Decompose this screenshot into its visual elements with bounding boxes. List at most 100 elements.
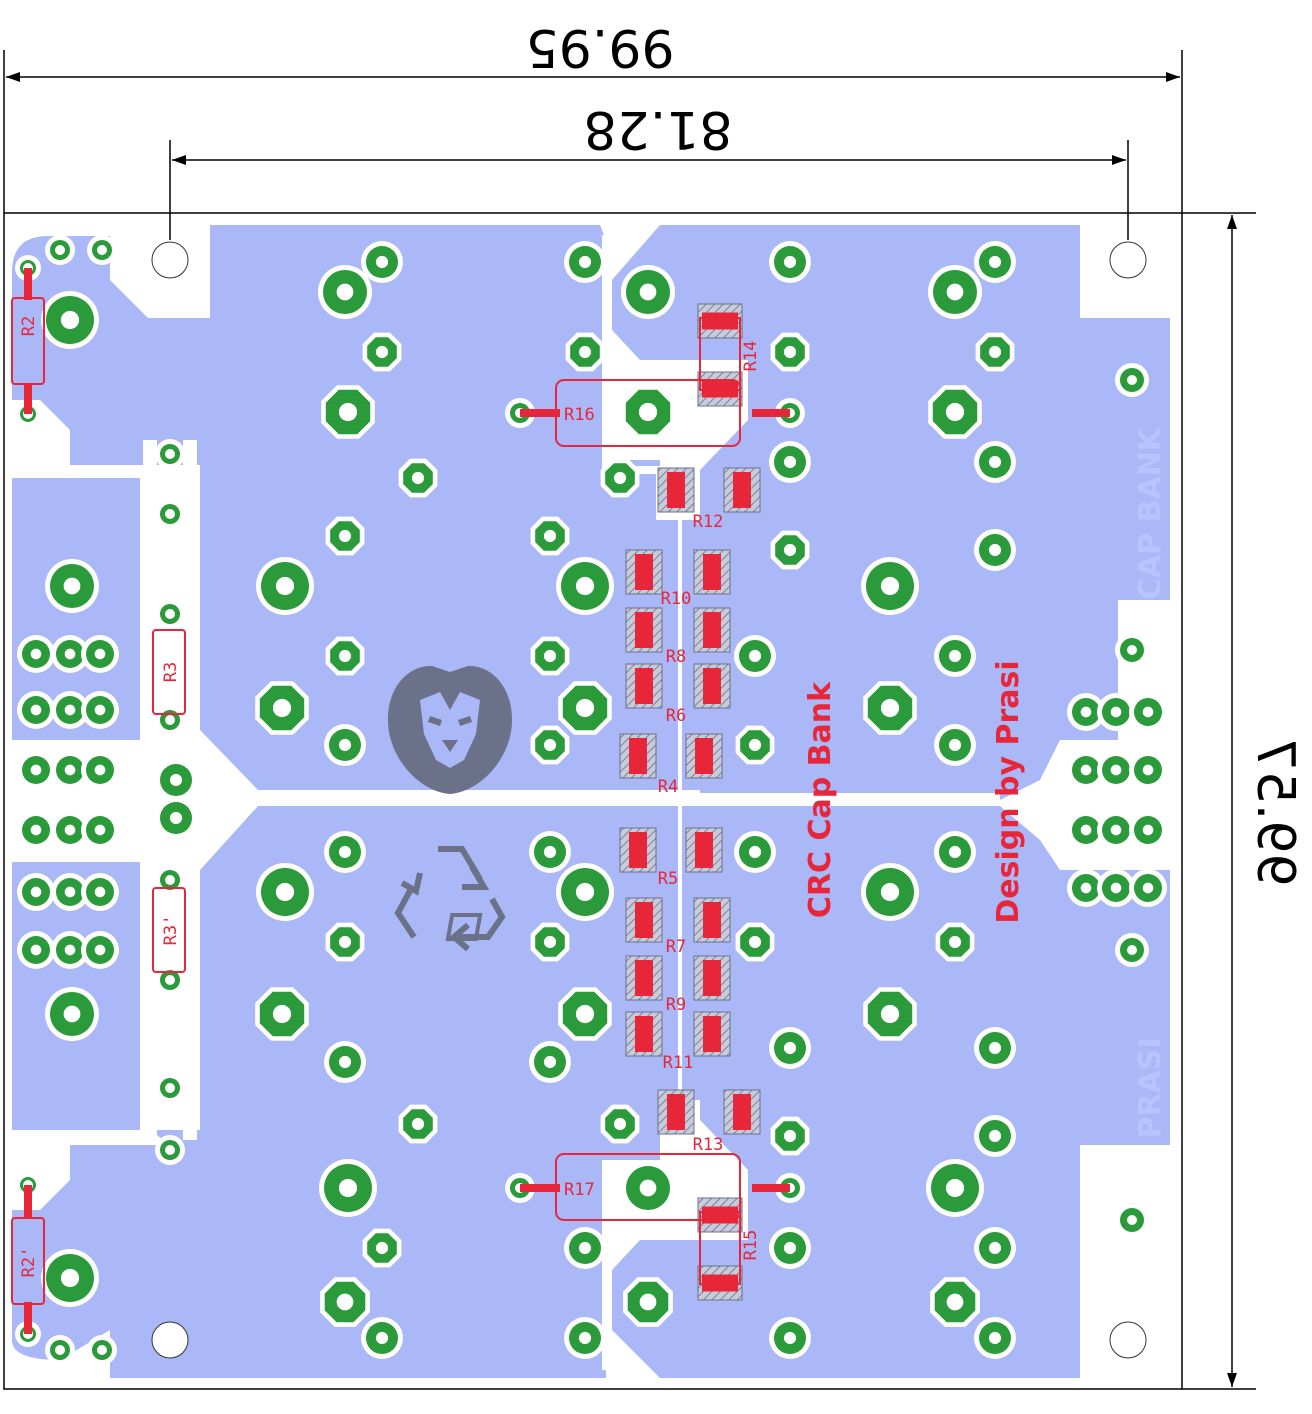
mounting-hole xyxy=(1109,241,1147,279)
ref-r5: R5 xyxy=(658,869,678,889)
through-hole-pad xyxy=(974,1227,1016,1269)
through-hole-pad xyxy=(769,241,811,283)
through-hole-pad xyxy=(325,922,365,962)
through-hole-pad xyxy=(155,705,185,735)
through-hole-pad xyxy=(41,291,99,349)
through-hole-pad xyxy=(41,1249,99,1307)
through-hole-pads xyxy=(15,235,1167,1365)
through-hole-pad xyxy=(556,557,614,615)
isolation-gaps xyxy=(143,235,1000,1370)
through-hole-pad xyxy=(17,873,55,911)
ref-r11: R11 xyxy=(663,1053,694,1073)
ref-r14: R14 xyxy=(741,341,761,372)
through-hole-pad xyxy=(861,863,919,921)
smd-pad xyxy=(723,467,761,513)
smd-pad xyxy=(685,827,723,873)
ref-r4: R4 xyxy=(658,777,678,797)
through-hole-pad xyxy=(45,235,75,265)
through-hole-pad xyxy=(565,332,605,372)
through-hole-pad xyxy=(1129,869,1167,907)
r14-outline xyxy=(699,317,741,391)
through-hole-pad xyxy=(398,458,438,498)
smd-pad xyxy=(693,955,731,1001)
through-hole-pad xyxy=(1067,811,1105,849)
through-hole-pad xyxy=(318,265,372,319)
through-hole-pad xyxy=(734,831,776,873)
through-hole-pad xyxy=(155,499,185,529)
through-hole-pad xyxy=(975,332,1015,372)
through-hole-pad xyxy=(45,1335,75,1365)
through-hole-pad xyxy=(530,636,570,676)
through-hole-pad xyxy=(319,1159,377,1217)
recycle-icon xyxy=(394,846,506,952)
through-hole-pad xyxy=(770,530,810,570)
through-hole-pad xyxy=(974,441,1016,483)
board-credit: Design by Prasi xyxy=(991,660,1026,923)
through-hole-pad xyxy=(17,931,55,969)
lion-logo xyxy=(388,665,512,794)
through-hole-pad xyxy=(325,516,365,556)
ref-r13: R13 xyxy=(693,1135,724,1155)
mounting-holes xyxy=(151,241,1147,1359)
through-hole-pad xyxy=(155,865,185,895)
ref-r16: R16 xyxy=(564,405,595,425)
through-hole-pad xyxy=(621,265,675,319)
through-hole-pad xyxy=(564,1227,606,1269)
through-hole-pad xyxy=(81,873,119,911)
through-hole-pad xyxy=(255,681,309,735)
through-hole-pad xyxy=(155,797,197,839)
through-hole-pad xyxy=(926,1159,984,1217)
through-hole-pad xyxy=(600,1104,640,1144)
through-hole-pad xyxy=(81,751,119,789)
through-hole-pad xyxy=(324,724,366,766)
silkscreen-outlines xyxy=(11,297,741,1305)
r3-outline xyxy=(152,629,186,715)
through-hole-pad xyxy=(155,1135,185,1165)
through-hole-pad xyxy=(1129,693,1167,731)
through-hole-pad xyxy=(621,385,675,439)
through-hole-pad xyxy=(321,385,375,439)
reference-designators: R2 R2' R3 R3' R16 R17 R14 R15 R12 R13 R1… xyxy=(19,316,761,1278)
dim-overall-width: 99.95 xyxy=(526,17,675,77)
through-hole-pad xyxy=(1115,363,1149,397)
smd-pad xyxy=(625,549,663,595)
through-hole-pad xyxy=(324,1041,366,1083)
through-hole-pad xyxy=(935,922,975,962)
through-hole-pad xyxy=(155,965,185,995)
through-hole-pad xyxy=(1097,751,1135,789)
through-hole-pad xyxy=(1129,811,1167,849)
through-hole-pad xyxy=(530,922,570,962)
pour-bottom-left-corner xyxy=(12,1145,218,1378)
through-hole-pad xyxy=(255,987,309,1041)
through-hole-pad xyxy=(361,1317,403,1359)
r17-outline xyxy=(555,1153,741,1221)
smd-pad xyxy=(657,467,695,513)
through-hole-pad xyxy=(81,691,119,729)
smd-pad xyxy=(625,897,663,943)
through-hole-pad xyxy=(17,811,55,849)
through-hole-pad xyxy=(934,831,976,873)
smd-pad xyxy=(693,663,731,709)
dimensions xyxy=(3,50,1256,1390)
through-hole-pad xyxy=(529,831,571,873)
smd-pad xyxy=(697,1197,743,1233)
ref-r3b: R3' xyxy=(161,915,181,946)
through-hole-pad xyxy=(530,516,570,556)
through-hole-pad xyxy=(1097,869,1135,907)
smd-pad xyxy=(625,955,663,1001)
through-hole-pad xyxy=(51,811,89,849)
r2-outline xyxy=(11,297,45,385)
through-hole-pad xyxy=(1115,633,1149,667)
through-hole-pad xyxy=(362,1228,402,1268)
through-hole-pad xyxy=(863,681,917,735)
through-hole-pad xyxy=(928,265,982,319)
through-hole-pad xyxy=(600,458,640,498)
through-hole-pad xyxy=(81,635,119,673)
smd-pad xyxy=(619,733,657,779)
through-hole-pad xyxy=(325,636,365,676)
through-hole-pad xyxy=(81,811,119,849)
ref-r2b: R2' xyxy=(19,1247,39,1278)
ref-r9: R9 xyxy=(666,995,686,1015)
through-hole-pad xyxy=(361,241,403,283)
